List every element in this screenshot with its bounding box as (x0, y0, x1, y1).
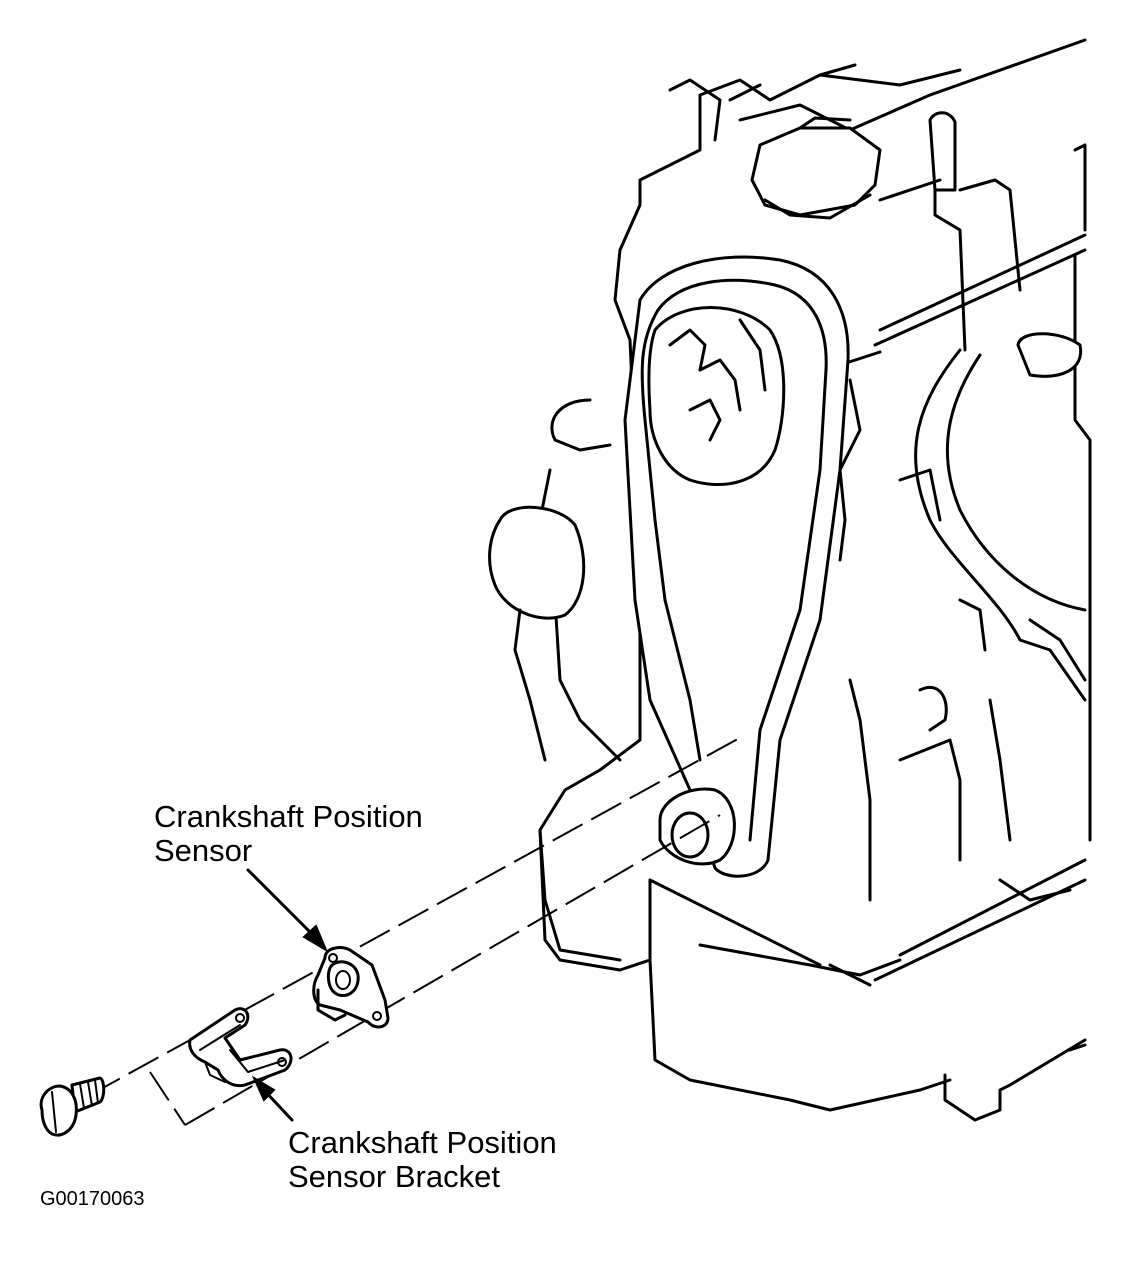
bracket-label-line-2: Sensor Bracket (288, 1159, 500, 1194)
crankshaft-position-sensor-bracket-label: Crankshaft Position Sensor Bracket (288, 1126, 557, 1194)
leader-arrows (246, 868, 329, 1122)
timing-belt (623, 255, 850, 878)
crankshaft-position-sensor-label: Crankshaft Position Sensor (154, 800, 423, 868)
oil-pan (538, 828, 1087, 1122)
bolt (39, 1076, 106, 1137)
assembly-lines (89, 734, 746, 1126)
sensor-label-line-2: Sensor (154, 833, 253, 868)
figure-id: G00170063 (40, 1188, 145, 1210)
oil-filler-cap (750, 116, 882, 220)
sensor-label-line-1: Crankshaft Position (154, 799, 423, 834)
engine-block (488, 38, 1092, 1122)
bracket-label-line-1: Crankshaft Position (288, 1125, 557, 1160)
crankshaft-position-sensor (312, 946, 390, 1029)
crankshaft-position-sensor-bracket (188, 1007, 293, 1088)
